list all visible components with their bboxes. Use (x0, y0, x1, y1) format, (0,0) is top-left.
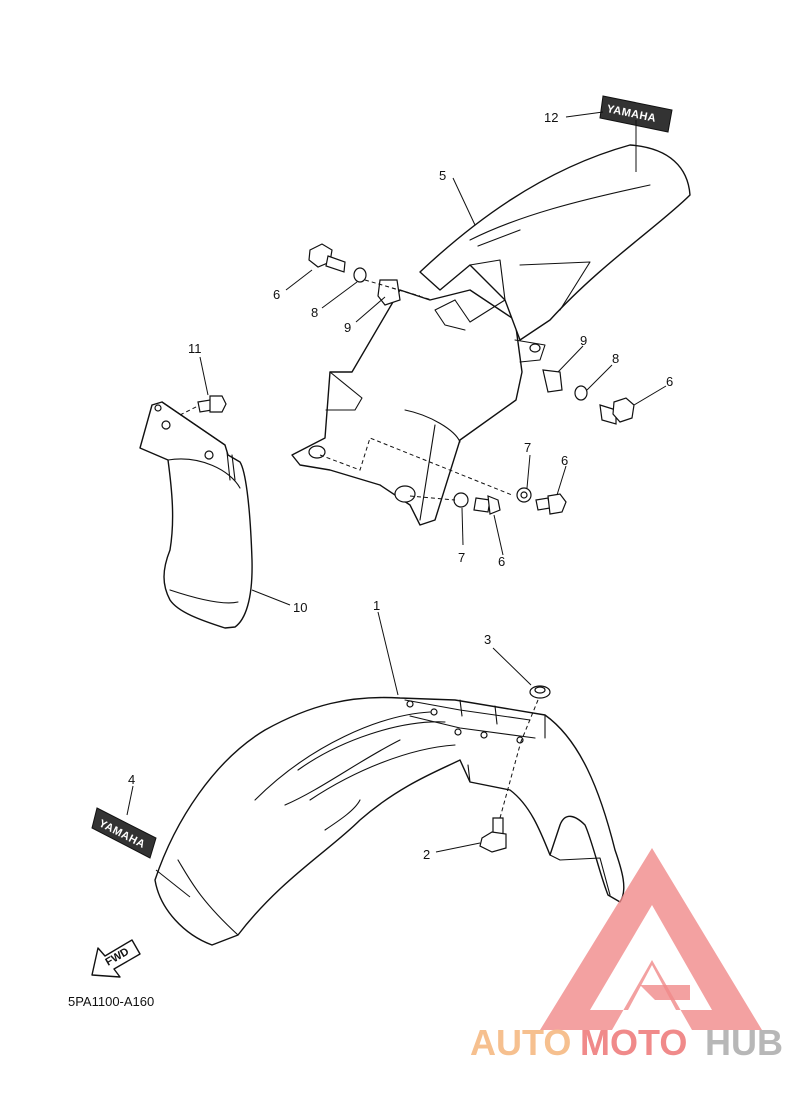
bolt-6-upper-small (535, 493, 567, 515)
part-code: 5PA1100-A160 (68, 994, 154, 1009)
callout-5: 5 (439, 168, 446, 183)
washer-7-upper (516, 487, 532, 503)
watermark-moto: MOTO (580, 1022, 687, 1063)
bolt-2 (479, 817, 507, 853)
washer-7-lower (453, 492, 469, 508)
callout-8-left: 8 (311, 305, 318, 320)
callout-6-left: 6 (273, 287, 280, 302)
watermark-logo: AUTO MOTO HUB (470, 848, 783, 1063)
grommet-3 (529, 685, 551, 699)
callout-4: 4 (128, 772, 135, 787)
callout-1: 1 (373, 598, 380, 613)
bolt-6-left (308, 243, 346, 273)
callout-11: 11 (188, 341, 202, 356)
decal-yamaha-front: YAMAHA (91, 807, 157, 859)
bolt-6-right (599, 397, 635, 425)
fwd-arrow-icon: FWD (91, 939, 141, 978)
watermark-auto: AUTO (470, 1022, 571, 1063)
callout-12: 12 (544, 110, 558, 125)
nut-9-right (542, 369, 563, 393)
rear-fender (291, 144, 691, 526)
callout-7-lower: 7 (458, 550, 465, 565)
watermark-triangle-icon (540, 848, 762, 1030)
callout-2: 2 (423, 847, 430, 862)
watermark-hub: HUB (705, 1022, 783, 1063)
callout-6-right: 6 (666, 374, 673, 389)
callout-10: 10 (293, 600, 307, 615)
fender-flap (139, 401, 253, 629)
decal-yamaha-rear: YAMAHA (599, 95, 673, 133)
collar-8-right (574, 385, 588, 401)
callout-3: 3 (484, 632, 491, 647)
screw-11 (197, 395, 227, 413)
collar-8-left (353, 267, 367, 283)
nut-9-left (377, 279, 401, 306)
callout-9-left: 9 (344, 320, 351, 335)
callout-9-right: 9 (580, 333, 587, 348)
callout-6-lower: 6 (498, 554, 505, 569)
front-fender (154, 696, 625, 946)
callout-8-right: 8 (612, 351, 619, 366)
callout-7-upper: 7 (524, 440, 531, 455)
bolt-6-lower-small (473, 495, 501, 515)
callout-6-upper: 6 (561, 453, 568, 468)
